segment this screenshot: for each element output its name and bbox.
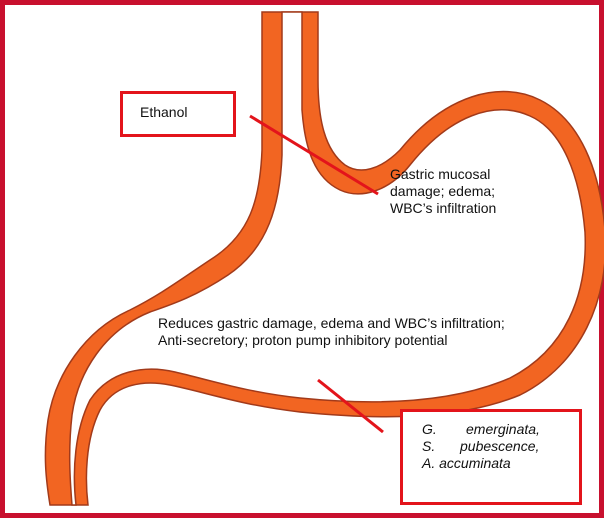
agent-genus: G. [422,421,466,438]
agent-species: pubescence, [460,438,539,455]
ethanol-pointer-line [250,116,378,194]
agent-item: A. accuminata [422,455,562,472]
agent-genus: A. [422,455,435,472]
ethanol-label: Ethanol [140,104,187,121]
agent-species: accuminata [439,455,511,472]
agent-genus: S. [422,438,460,455]
protective-effects-text: Reduces gastric damage, edema and WBC’s … [158,315,518,349]
agent-item: S.pubescence, [422,438,562,455]
mucosal-damage-text: Gastric mucosal damage; edema; WBC’s inf… [390,166,540,217]
agents-pointer-line [318,380,383,432]
agent-species: emerginata, [466,421,540,438]
agent-item: G.emerginata, [422,421,562,438]
plant-agents-list: G.emerginata, S.pubescence, A. accuminat… [422,421,562,472]
